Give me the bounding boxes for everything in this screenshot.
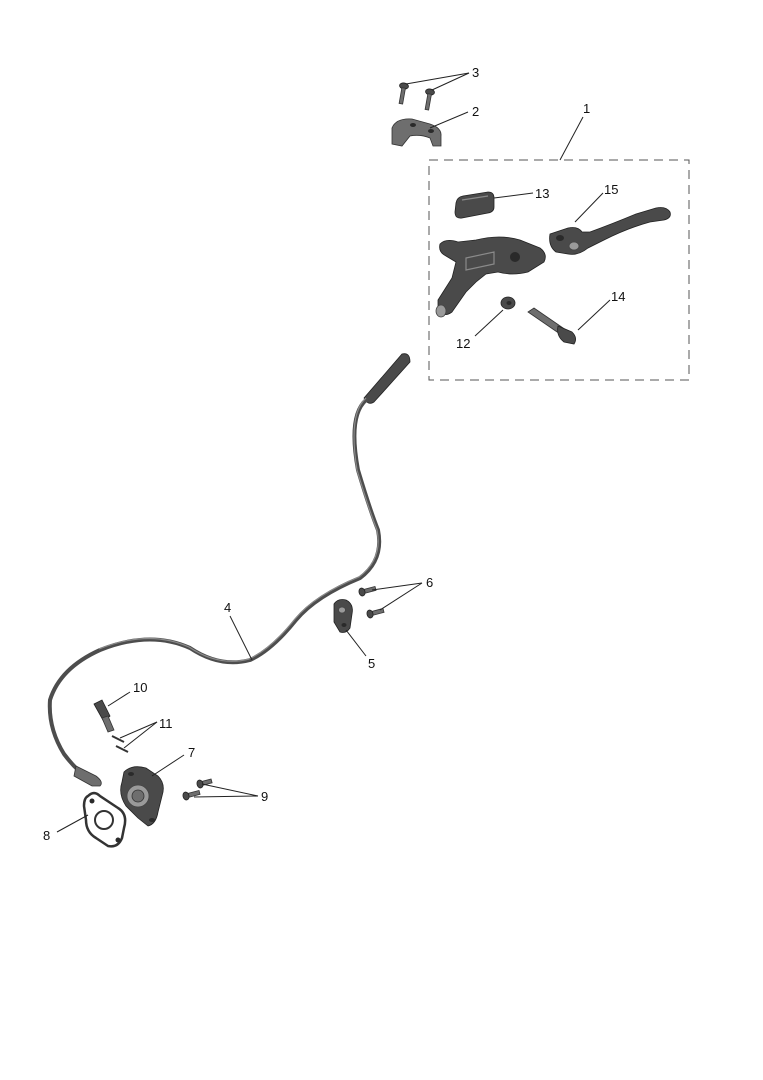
callout-10: 10 bbox=[133, 680, 147, 695]
callout-labels: 3 2 1 13 15 14 12 6 4 5 10 11 7 9 8 bbox=[43, 65, 625, 843]
part-15-lever bbox=[549, 207, 671, 255]
part-7-slave-cylinder bbox=[120, 766, 164, 827]
callout-4: 4 bbox=[224, 600, 231, 615]
part-10-bleed-valve bbox=[93, 699, 115, 733]
part-13-reservoir-cover bbox=[454, 191, 495, 219]
callout-12: 12 bbox=[456, 336, 470, 351]
callout-1: 1 bbox=[583, 101, 590, 116]
callout-14: 14 bbox=[611, 289, 625, 304]
callout-8: 8 bbox=[43, 828, 50, 843]
callout-6: 6 bbox=[426, 575, 433, 590]
callout-5: 5 bbox=[368, 656, 375, 671]
callout-7: 7 bbox=[188, 745, 195, 760]
part-9-bolts bbox=[182, 778, 213, 801]
part-6-bolts bbox=[358, 585, 385, 619]
part-11-seals bbox=[111, 735, 129, 753]
callout-3: 3 bbox=[472, 65, 479, 80]
callout-2: 2 bbox=[472, 104, 479, 119]
callout-15: 15 bbox=[604, 182, 618, 197]
part-2-clamp bbox=[391, 118, 442, 147]
callout-13: 13 bbox=[535, 186, 549, 201]
callout-9: 9 bbox=[261, 789, 268, 804]
part-14-pivot-bolt bbox=[527, 307, 576, 345]
part-5-bracket bbox=[333, 599, 353, 633]
master-cylinder-body bbox=[435, 236, 546, 318]
part-4-clutch-hose bbox=[47, 353, 411, 787]
callout-11: 11 bbox=[159, 716, 173, 731]
part-12-nut bbox=[500, 296, 516, 310]
leader-lines bbox=[56, 72, 611, 833]
part-8-gasket bbox=[82, 791, 127, 848]
part-3-bolts bbox=[398, 82, 435, 111]
